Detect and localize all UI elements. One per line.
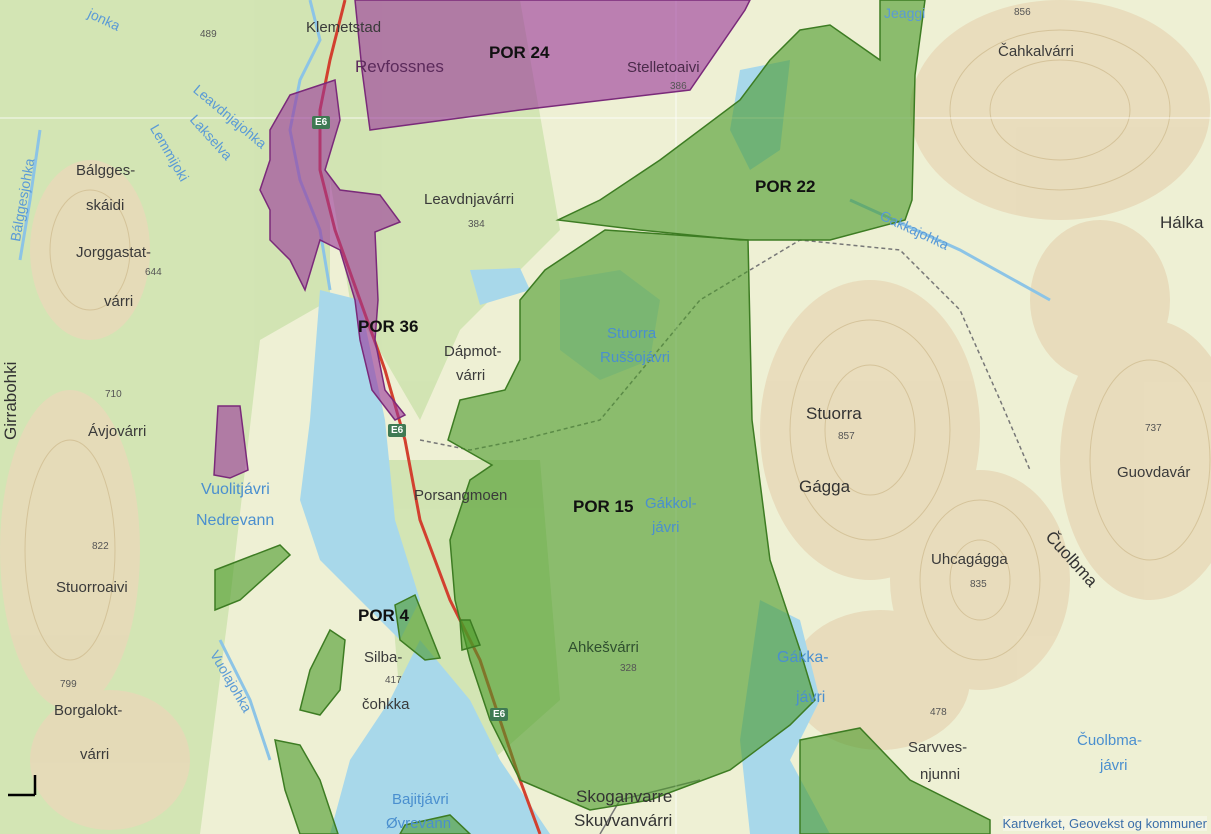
road-shield-e6-middle: E6 [388, 424, 407, 437]
place-dapmotvarri-2: várri [456, 367, 486, 384]
lake-vuolitjavri [300, 290, 420, 640]
protected-area-small-1[interactable] [214, 544, 292, 612]
place-gagga: Gágga [799, 477, 851, 496]
place-leavdnjavarri: Leavdnjavárri [424, 191, 515, 208]
place-borgaloktvarri-1: Borgalokt- [54, 702, 123, 719]
place-uhcagagga: Uhcagágga [931, 551, 1008, 568]
elevation-644: 644 [145, 267, 162, 278]
place-jorggastat-1: Jorggastat- [76, 244, 152, 261]
protected-area-por36[interactable] [259, 78, 407, 421]
elevation-478: 478 [930, 707, 947, 718]
elevation-328: 328 [620, 663, 637, 674]
protected-areas-layer [213, 0, 991, 834]
elevation-386: 386 [670, 81, 687, 92]
place-silbacohkka-1: Silba- [364, 649, 403, 666]
water-bajitjavri-1: Bajitjávri [392, 791, 449, 808]
water-russojavri-2: Ruššojávri [600, 349, 671, 366]
place-porsangmoen: Porsangmoen [414, 487, 508, 504]
protected-area-por36-west[interactable] [213, 405, 249, 479]
place-balggesskaidi-1: Bálgges- [76, 162, 136, 179]
elevation-489: 489 [200, 29, 217, 40]
elevation-856: 856 [1014, 7, 1031, 18]
place-dapmotvarri-1: Dápmot- [444, 343, 502, 360]
lake-vuolitjavri-south [330, 640, 550, 834]
water-bajitjavri-2: Øvrevann [386, 815, 452, 832]
map-attribution: Kartverket, Geovekst og kommuner [1002, 816, 1207, 831]
place-silbacohkka-2: čohkka [362, 696, 410, 713]
place-avjovarri: Ávjovárri [88, 423, 147, 440]
label-por22: POR 22 [755, 177, 816, 196]
water-gakkajavri-2: jávri [796, 689, 826, 706]
label-por36: POR 36 [358, 317, 419, 336]
place-sarvvesnjunni-2: njunni [920, 766, 961, 783]
place-guovdavarri: Guovdavár [1117, 464, 1191, 481]
protected-area-small-6[interactable] [399, 814, 472, 834]
place-klemetstad: Klemetstad [306, 19, 382, 36]
protected-area-por24[interactable] [354, 0, 751, 131]
elevation-799: 799 [60, 679, 77, 690]
place-balggesskaidi-2: skáidi [86, 197, 125, 214]
place-girrabohki: Girrabohki [1, 361, 20, 440]
protected-area-small-3[interactable] [274, 739, 339, 834]
label-por4: POR 4 [358, 606, 410, 625]
protected-area-por15[interactable] [447, 229, 816, 811]
elevation-710: 710 [105, 389, 122, 400]
place-stelletoaivi: Stelletoaivi [627, 59, 700, 76]
protected-area-small-4[interactable] [799, 727, 991, 834]
place-ahkesvarri: Ahkešvárri [568, 639, 639, 656]
elevation-417: 417 [385, 675, 402, 686]
water-russojavri-1: Stuorra [607, 325, 657, 342]
place-borgaloktvarri-2: várri [80, 746, 110, 763]
water-vuolitjavri-2: Nedrevann [196, 512, 275, 529]
road-shield-e6-south: E6 [490, 708, 509, 721]
elevation-384: 384 [468, 219, 485, 230]
place-stuorra: Stuorra [806, 404, 862, 423]
water-cuolbmajavri-1: Čuolbma- [1077, 732, 1143, 749]
contour-lines [24, 29, 1211, 661]
water-gakkajavri-1: Gákka- [777, 649, 829, 666]
place-revfossnes: Revfossnes [355, 57, 444, 76]
place-sarvvesnjunni-1: Sarvves- [908, 739, 968, 756]
place-jorggastat-2: várri [104, 293, 134, 310]
protected-area-por4[interactable] [394, 593, 442, 661]
place-cahkalvarri: Čahkalvárri [998, 43, 1074, 60]
water-vuolitjavri-1: Vuolitjávri [201, 481, 270, 498]
water-gakkoljavri-2: jávri [652, 519, 680, 536]
water-cuolbmajavri-2: jávri [1100, 757, 1128, 774]
elevation-835: 835 [970, 579, 987, 590]
elevation-737: 737 [1145, 423, 1162, 434]
protected-area-small-5[interactable] [459, 619, 482, 651]
place-halka: Hálka [1160, 213, 1204, 232]
label-por15: POR 15 [573, 497, 634, 516]
river-jeaggi: Jeaggi [884, 5, 926, 21]
place-skoganvarre: Skoganvarre [576, 787, 673, 806]
elevation-857: 857 [838, 431, 855, 442]
elevation-822: 822 [92, 541, 109, 552]
water-gakkoljavri-1: Gákkol- [645, 495, 697, 512]
label-por24: POR 24 [489, 43, 550, 62]
road-shield-e6-north: E6 [312, 116, 331, 129]
protected-area-small-2[interactable] [299, 628, 346, 716]
place-stuorroaivi: Stuorroaivi [56, 579, 128, 596]
protected-area-por22[interactable] [555, 0, 926, 241]
lake-upper [470, 268, 530, 305]
place-skuvvanvarri: Skuvvanvárri [574, 811, 673, 830]
corner-marker [8, 775, 37, 797]
